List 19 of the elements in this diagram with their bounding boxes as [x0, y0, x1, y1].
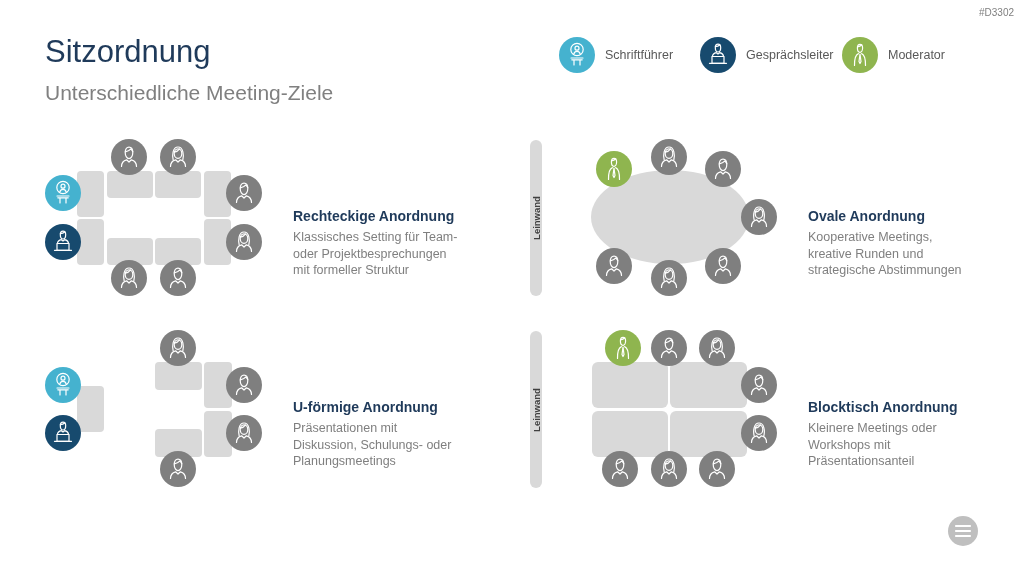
screen-label: Leinwand [530, 387, 542, 432]
legend-label: Moderator [888, 47, 945, 63]
arrangement-description: Klassisches Setting für Team- oder Projektbesprechungen mit formeller Struktur [293, 229, 459, 279]
subtitle: Unterschiedliche Meeting-Ziele [45, 80, 334, 106]
arrangement-heading: Blocktisch Anordnung [808, 398, 958, 416]
screen-label: Leinwand [530, 196, 542, 240]
projection-screen-bar [530, 331, 542, 488]
arrangement-heading: Rechteckige Anordnung [293, 207, 455, 225]
arrangement-heading: U-förmige Anordnung [293, 398, 438, 416]
arrangement-description: Kooperative Meetings, kreative Runden und strategische Abstimmungen [808, 229, 963, 279]
arrangement-description: Präsentationen mit Diskussion, Schulungs- oder Planungsmeetings [293, 420, 453, 470]
arrangement-heading: Ovale Anordnung [808, 207, 925, 225]
document-code: #D3302 [978, 7, 1014, 19]
projection-screen-bar [530, 140, 542, 296]
legend-label: Schriftführer [605, 47, 674, 63]
legend-label: Gesprächsleiter [746, 47, 834, 63]
arrangement-description: Kleinere Meetings oder Workshops mit Präsentationsanteil [808, 420, 938, 470]
slide-title: Sitzordnung [45, 33, 211, 71]
oval-table [591, 170, 749, 264]
